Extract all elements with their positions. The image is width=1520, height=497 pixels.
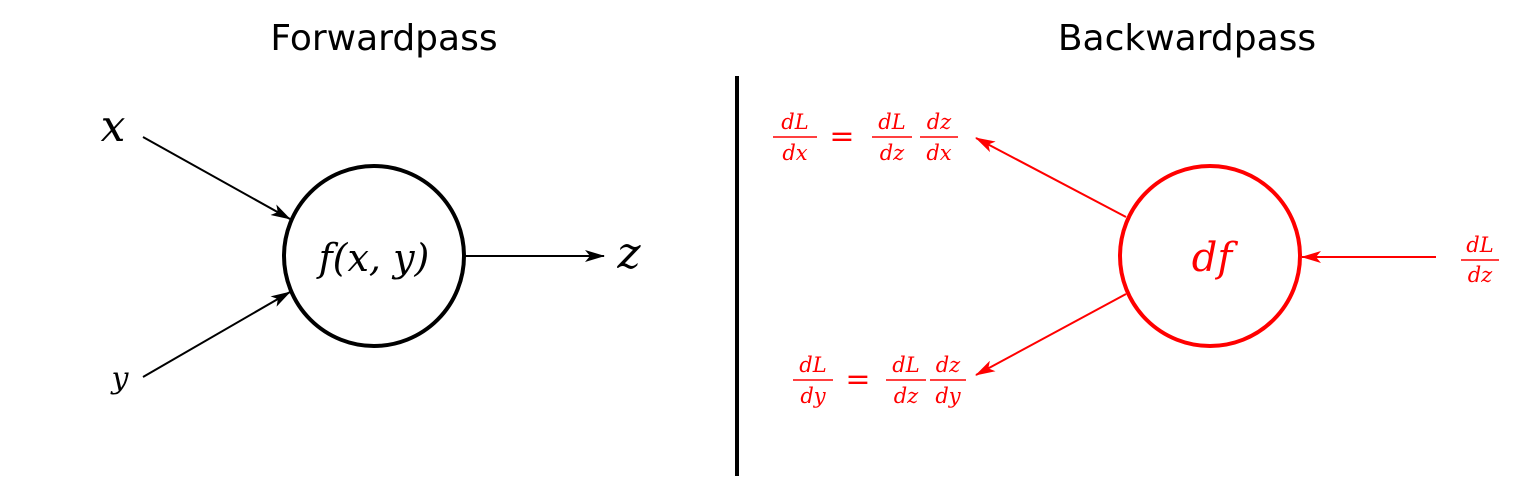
lhs-numerator: dL xyxy=(799,353,826,377)
factor1-numerator: dL xyxy=(878,110,905,134)
factor1-numerator: dL xyxy=(892,353,919,377)
gradient-x-equation: dL dx = dL dz dz dx xyxy=(773,110,958,165)
function-node-label: f(x, y) xyxy=(316,236,430,280)
factor1-denominator: dz xyxy=(894,384,919,408)
lhs-numerator: dL xyxy=(781,110,808,134)
function-node xyxy=(282,164,466,348)
gradient-y-equation: dL dy = dL dz dz dy xyxy=(793,353,966,408)
lhs-denominator: dy xyxy=(800,384,826,408)
factor2-numerator: dz xyxy=(927,110,952,134)
arrow-node-to-grad-y xyxy=(975,293,1127,376)
equals-sign: = xyxy=(829,119,854,154)
factor1-denominator: dz xyxy=(880,141,905,165)
arrow-y-to-node xyxy=(142,291,291,378)
forward-pass-panel: x y f(x, y) z xyxy=(101,101,642,396)
fraction-denominator: dz xyxy=(1468,263,1493,287)
output-z-label: z xyxy=(616,228,641,279)
factor2-denominator: dx xyxy=(926,141,951,165)
input-y-label: y xyxy=(110,361,130,396)
equals-sign: = xyxy=(845,362,870,397)
fraction-numerator: dL xyxy=(1466,233,1493,257)
input-x-label: x xyxy=(101,101,126,152)
factor2-denominator: dy xyxy=(935,384,961,408)
factor2-numerator: dz xyxy=(936,353,961,377)
derivative-node xyxy=(1118,164,1302,348)
backward-pass-panel: df dL dz dL dx = dL dz dz dx dL dy xyxy=(773,110,1499,408)
derivative-node-label: df xyxy=(1192,235,1239,281)
arrow-x-to-node xyxy=(142,136,291,220)
backward-pass-title: Backwardpass xyxy=(1058,18,1316,59)
forward-pass-title: Forwardpass xyxy=(270,18,497,59)
lhs-denominator: dx xyxy=(782,141,807,165)
arrow-node-to-grad-x xyxy=(975,137,1127,218)
upstream-gradient-fraction: dL dz xyxy=(1461,233,1499,287)
